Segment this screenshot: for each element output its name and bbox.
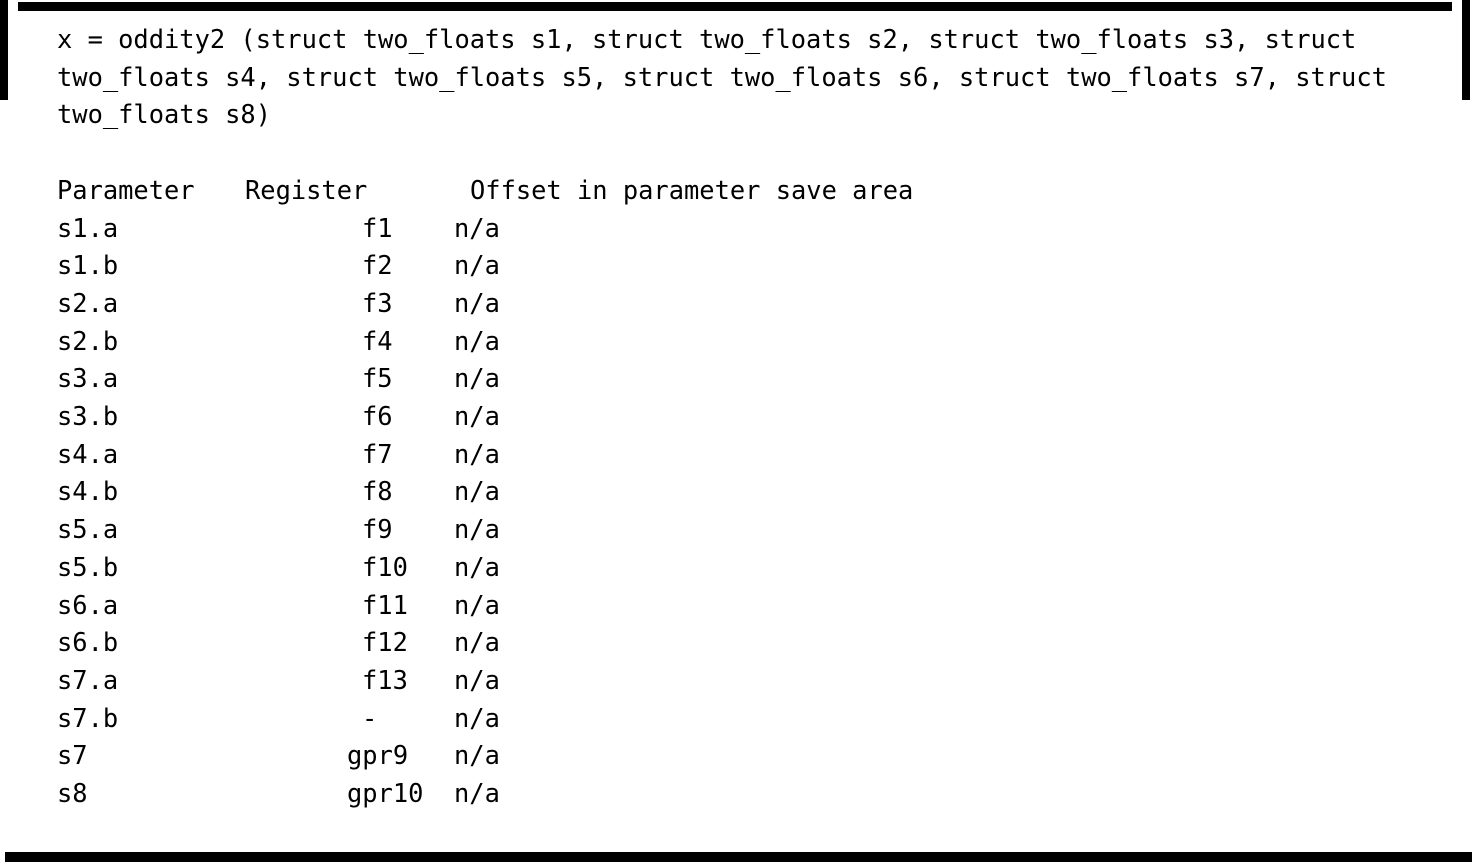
parameter-cell: s7 (57, 740, 88, 771)
offset-cell: n/a (454, 702, 500, 733)
parameter-cell: s3.b (57, 401, 119, 431)
offset-cell: n/a (454, 250, 500, 281)
register-cell: f2 (362, 250, 393, 281)
parameter-cell: s1.b (57, 250, 119, 281)
register-cell: gpr10 (347, 778, 424, 808)
offset-cell: n/a (454, 589, 500, 620)
header-offset: Offset in parameter save area (470, 174, 914, 205)
offset-cell: n/a (454, 740, 500, 771)
register-cell: f3 (362, 287, 393, 318)
bottom-rule (5, 852, 1472, 862)
offset-cell: n/a (454, 212, 500, 243)
register-cell: - (362, 702, 378, 733)
offset-cell: n/a (454, 551, 500, 582)
parameter-cell: s6.b (57, 627, 119, 658)
parameter-cell: s4.b (57, 476, 119, 507)
offset-cell: n/a (454, 627, 500, 658)
register-cell: f12 (362, 627, 408, 658)
parameter-cell: s5.a (57, 514, 119, 545)
offset-cell: n/a (454, 476, 500, 507)
left-corner-rule (0, 0, 8, 100)
parameter-cell: s2.a (57, 287, 119, 318)
register-cell: f8 (362, 476, 393, 507)
signature-line: x = oddity2 (struct two_floats s1, struc… (57, 24, 1357, 54)
signature-line: two_floats s8) (57, 99, 272, 130)
parameter-cell: s5.b (57, 551, 119, 582)
parameter-cell: s4.a (57, 438, 119, 469)
offset-cell: n/a (454, 287, 500, 318)
offset-cell: n/a (454, 401, 500, 431)
register-cell: f7 (362, 438, 393, 469)
register-cell: f13 (362, 664, 408, 695)
parameter-cell: s1.a (57, 212, 119, 243)
register-cell: f5 (362, 363, 393, 394)
parameter-cell: s3.a (57, 363, 119, 394)
parameter-cell: s6.a (57, 589, 119, 620)
offset-cell: n/a (454, 363, 500, 394)
top-rule (18, 2, 1452, 11)
header-register: Register (245, 174, 368, 205)
parameter-cell: s7.a (57, 664, 119, 695)
register-cell: f1 (362, 212, 393, 243)
register-cell: f10 (362, 551, 408, 582)
parameter-cell: s8 (57, 778, 88, 808)
signature-line: two_floats s4, struct two_floats s5, str… (57, 61, 1387, 92)
register-cell: f11 (362, 589, 408, 620)
offset-cell: n/a (454, 514, 500, 545)
header-parameter: Parameter (57, 174, 195, 205)
register-cell: f4 (362, 325, 393, 356)
offset-cell: n/a (454, 325, 500, 356)
register-cell: f9 (362, 514, 393, 545)
right-corner-rule (1462, 0, 1470, 100)
offset-cell: n/a (454, 664, 500, 695)
parameter-cell: s2.b (57, 325, 119, 356)
offset-cell: n/a (454, 438, 500, 469)
register-cell: gpr9 (347, 740, 409, 771)
register-cell: f6 (362, 401, 393, 431)
parameter-cell: s7.b (57, 702, 119, 733)
offset-cell: n/a (454, 778, 500, 808)
